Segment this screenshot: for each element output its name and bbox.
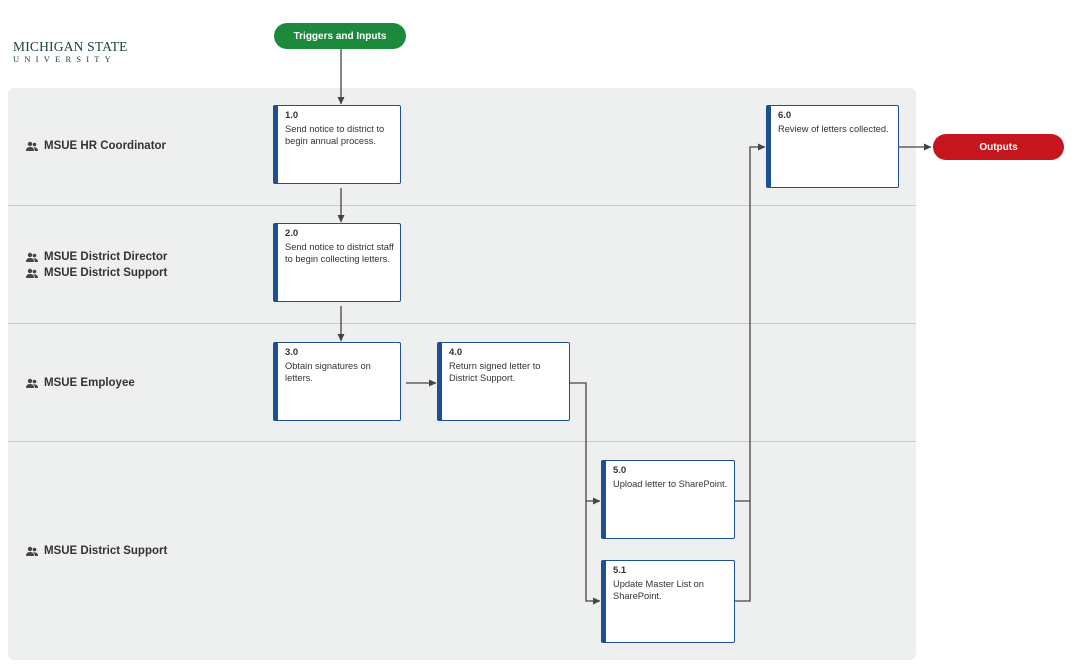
lane-district-support: MSUE District Support xyxy=(8,442,916,660)
step-description: Obtain signatures on letters. xyxy=(285,360,371,384)
step-5-0: 5.0 Upload letter to SharePoint. xyxy=(601,460,735,539)
people-icon xyxy=(26,252,38,262)
step-number: 2.0 xyxy=(285,228,299,239)
logo-line-2: UNIVERSITY xyxy=(13,54,116,64)
role-hr-coordinator: MSUE HR Coordinator xyxy=(26,138,166,154)
step-description: Return signed letter to District Support… xyxy=(449,360,541,384)
role-label: MSUE District Director xyxy=(44,251,168,263)
role-district-director: MSUE District Director xyxy=(26,249,167,265)
step-description: Send notice to district to begin annual … xyxy=(285,123,385,147)
connector-5-1-to-6-0 xyxy=(735,501,751,602)
lane-district-director-support: MSUE District Director MSUE District Sup… xyxy=(8,206,916,324)
logo-line-1: MICHIGAN STATE xyxy=(13,39,128,54)
step-6-0: 6.0 Review of letters collected. xyxy=(766,105,899,188)
people-icon xyxy=(26,378,38,388)
lane-employee: MSUE Employee xyxy=(8,324,916,442)
step-number: 5.0 xyxy=(613,465,627,476)
connector-5-0-to-6-0 xyxy=(735,143,766,502)
role-employee: MSUE Employee xyxy=(26,375,135,391)
step-1-0: 1.0 Send notice to district to begin ann… xyxy=(273,105,401,184)
step-number: 3.0 xyxy=(285,347,299,358)
role-district-support: MSUE District Support xyxy=(26,265,167,281)
role-district-support: MSUE District Support xyxy=(26,543,167,559)
step-number: 6.0 xyxy=(778,110,792,121)
step-3-0: 3.0 Obtain signatures on letters. xyxy=(273,342,401,421)
step-number: 5.1 xyxy=(613,565,627,576)
triggers-and-inputs-terminal: Triggers and Inputs xyxy=(274,23,406,49)
step-description: Send notice to district staff to begin c… xyxy=(285,241,394,265)
connector-4-0-to-5-0 xyxy=(570,382,601,505)
people-icon xyxy=(26,141,38,151)
step-description: Update Master List on SharePoint. xyxy=(613,578,704,602)
step-5-1: 5.1 Update Master List on SharePoint. xyxy=(601,560,735,643)
msu-logo: MICHIGAN STATE UNIVERSITY xyxy=(13,39,128,65)
people-icon xyxy=(26,546,38,556)
step-number: 4.0 xyxy=(449,347,463,358)
connector-4-0-to-5-1 xyxy=(585,501,601,605)
step-description: Upload letter to SharePoint. xyxy=(613,478,728,489)
people-icon xyxy=(26,268,38,278)
outputs-terminal: Outputs xyxy=(933,134,1064,160)
role-label: MSUE HR Coordinator xyxy=(44,140,167,152)
role-label: MSUE District Support xyxy=(44,267,168,279)
lane-hr-coordinator: MSUE HR Coordinator xyxy=(8,88,916,206)
step-description: Review of letters collected. xyxy=(778,123,889,134)
role-label: MSUE District Support xyxy=(44,545,168,557)
step-2-0: 2.0 Send notice to district staff to beg… xyxy=(273,223,401,302)
role-label: MSUE Employee xyxy=(44,377,135,389)
step-number: 1.0 xyxy=(285,110,299,121)
step-4-0: 4.0 Return signed letter to District Sup… xyxy=(437,342,570,421)
